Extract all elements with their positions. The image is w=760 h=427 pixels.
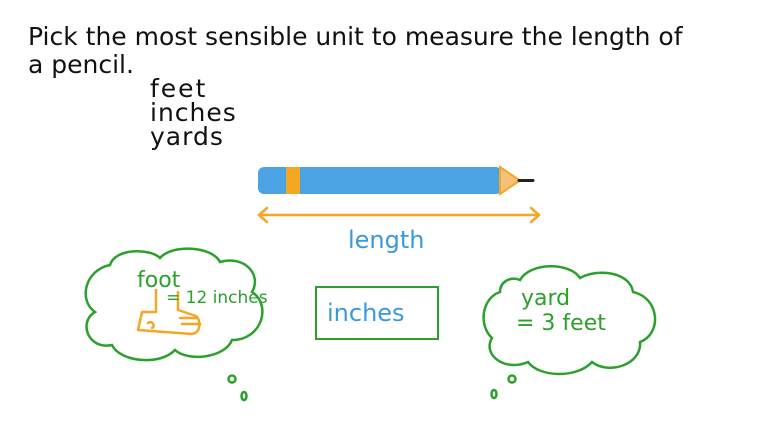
option-inches: inches [150, 98, 237, 127]
length-label: length [348, 226, 425, 254]
yard-bubble-title: yard [521, 286, 571, 311]
pencil-icon [258, 165, 535, 196]
answer-box [315, 286, 439, 340]
answer-text: inches [327, 299, 405, 327]
yard-thought-bubble [482, 265, 657, 400]
yard-bubble-equation: = 3 feet [516, 311, 606, 336]
option-yards: yards [150, 122, 224, 151]
foot-bubble-title: foot [137, 268, 181, 293]
length-arrow [257, 206, 541, 224]
question-text-line-2: a pencil. [28, 50, 134, 79]
question-text-line-1: Pick the most sensible unit to measure t… [28, 22, 683, 51]
foot-icon [136, 288, 202, 336]
foot-thought-bubble [84, 247, 264, 402]
option-feet: feet [150, 74, 208, 103]
foot-bubble-equation: = 12 inches [166, 288, 268, 308]
